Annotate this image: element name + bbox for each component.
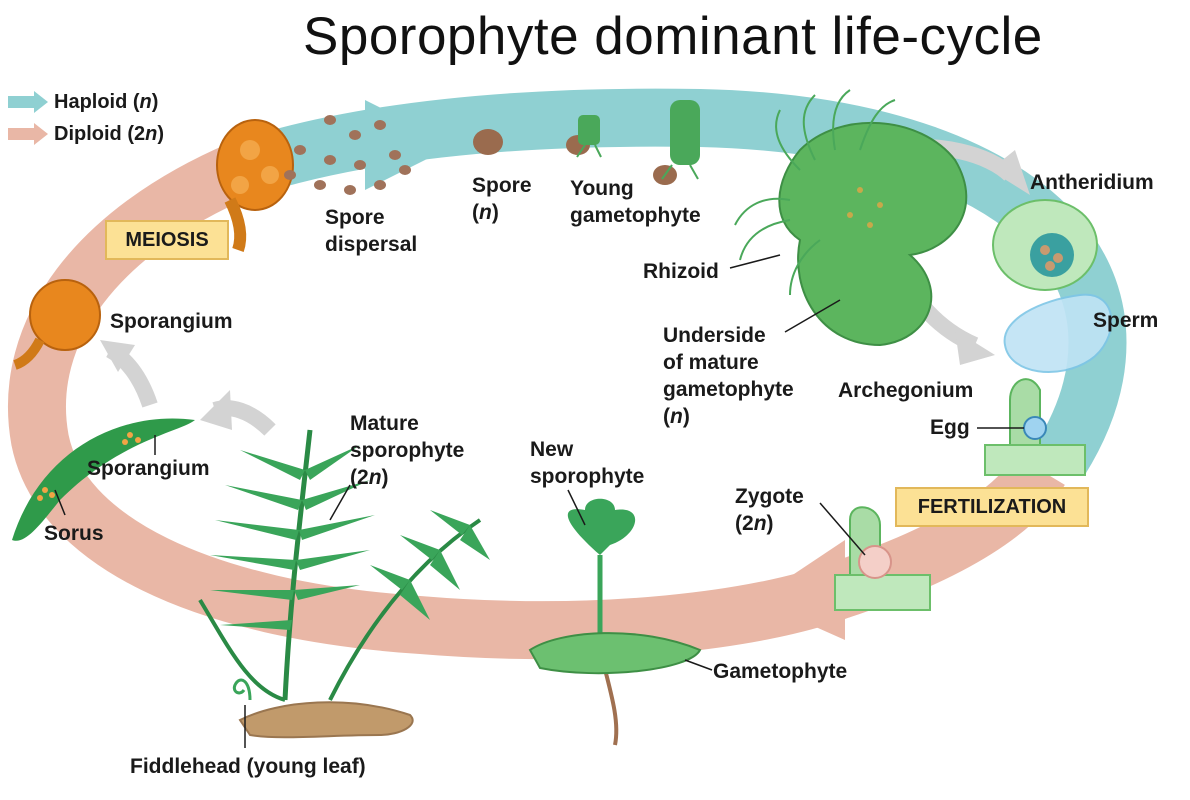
sporangium-closed <box>13 279 101 370</box>
arrow-to-sporangium-head <box>100 340 135 372</box>
label-rhizoid: Rhizoid <box>643 260 719 283</box>
antheridium-graphic <box>992 199 1098 291</box>
zygote-graphic <box>834 506 931 611</box>
arrow-to-sporangium-leaf-head <box>200 390 232 430</box>
legend-haploid-ploidy: n <box>139 90 152 113</box>
spore-graphic <box>473 129 503 155</box>
label-fiddlehead: Fiddlehead (young leaf) <box>130 755 366 778</box>
leader-mature-sporophyte <box>329 484 351 521</box>
egg-graphic <box>1023 416 1047 440</box>
rhizome <box>238 701 414 739</box>
sporangium-bursting <box>216 119 294 252</box>
label-zygote: Zygote (2n) <box>735 485 804 535</box>
young-gametophyte-2 <box>653 100 700 185</box>
haploid-arrowhead <box>365 100 455 190</box>
legend-haploid-label: Haploid ( <box>54 90 140 113</box>
leader-zygote <box>819 502 866 556</box>
leader-underside <box>784 299 841 333</box>
haploid-arrow-icon <box>8 91 48 113</box>
gametophyte-base <box>528 632 702 675</box>
fertilization-box: FERTILIZATION <box>895 487 1089 527</box>
spores-dispersing <box>284 115 411 195</box>
label-archegonium: Archegonium <box>838 379 974 402</box>
label-spore-dispersal: Spore dispersal <box>325 206 418 256</box>
label-spore: Spore (n) <box>472 174 532 224</box>
archegonium-graphic <box>984 378 1086 476</box>
leaf-with-sori <box>12 418 195 541</box>
label-egg: Egg <box>930 416 970 439</box>
leader-sorus <box>54 489 66 516</box>
diploid-arrow-icon <box>8 123 48 145</box>
label-sporangium-top: Sporangium <box>110 310 233 333</box>
legend-diploid: Diploid (2n) <box>8 118 164 150</box>
label-gametophyte: Gametophyte <box>713 660 848 683</box>
legend: Haploid (n) Diploid (2n) <box>8 86 164 150</box>
label-new-sporophyte: New sporophyte <box>530 438 645 488</box>
leader-new-sporophyte <box>567 489 586 526</box>
sperm-water-droplet <box>1003 293 1113 373</box>
label-sperm: Sperm <box>1093 309 1159 332</box>
label-young-gametophyte: Young gametophyte <box>570 177 701 227</box>
mature-fern <box>198 429 490 739</box>
diploid-arrowhead <box>755 540 845 640</box>
mature-gametophyte <box>734 89 968 347</box>
arrow-to-antheridium-head <box>990 150 1030 195</box>
fiddlehead-coil <box>232 678 252 701</box>
legend-haploid-suffix: ) <box>151 90 159 113</box>
legend-haploid: Haploid (n) <box>8 86 164 118</box>
leader-gametophyte <box>684 659 713 671</box>
page-title: Sporophyte dominant life-cycle <box>303 7 1043 66</box>
meiosis-box: MEIOSIS <box>105 220 229 260</box>
label-sporangium-leaf: Sporangium <box>87 457 210 480</box>
arrow-to-archegonium-head <box>955 330 995 365</box>
label-sorus: Sorus <box>44 522 104 545</box>
label-mature-sporophyte: Mature sporophyte (2n) <box>350 412 465 489</box>
label-underside-mature-gametophyte: Underside of mature gametophyte (n) <box>663 324 794 428</box>
leader-rhizoid <box>729 254 781 269</box>
legend-diploid-label: Diploid (2 <box>54 122 146 145</box>
label-antheridium: Antheridium <box>1030 171 1154 194</box>
legend-diploid-ploidy: n <box>145 122 158 145</box>
young-gametophyte-1 <box>566 115 602 158</box>
legend-diploid-suffix: ) <box>157 122 164 145</box>
